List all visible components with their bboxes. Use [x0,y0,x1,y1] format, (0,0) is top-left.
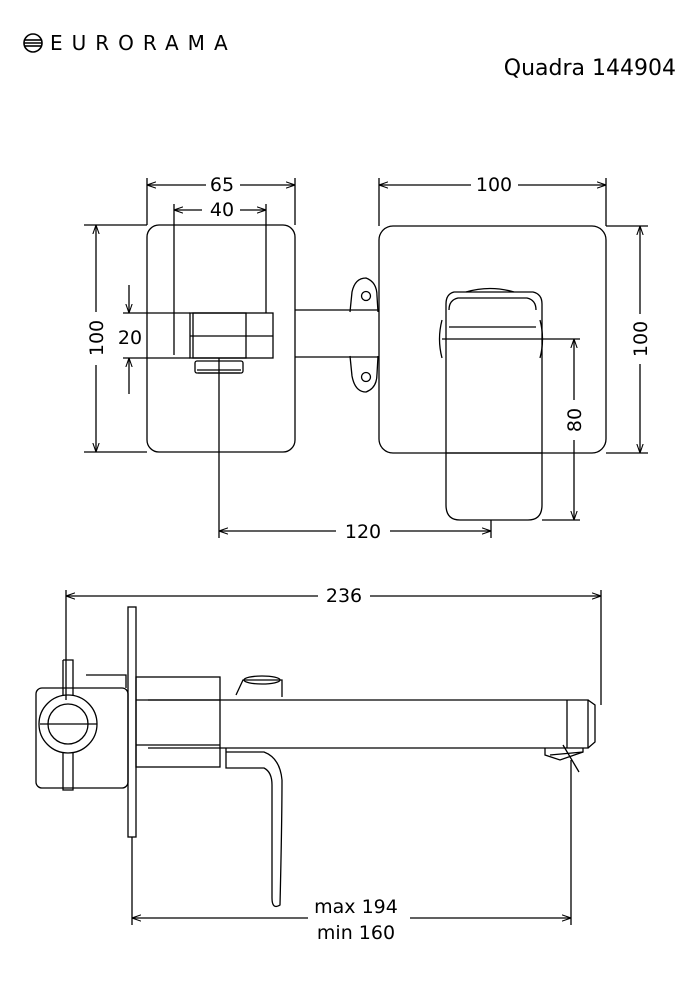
label-lever-length: 80 [564,408,586,432]
eurorama-logo-icon [23,33,43,53]
label-min-depth: min 160 [317,922,395,944]
label-plate-height: 100 [86,320,108,356]
label-opening-height: 20 [118,327,142,349]
label-total-length: 236 [326,585,362,607]
dim-opening-height [123,285,190,394]
dim-center-distance [218,358,492,538]
label-cover-width: 100 [476,174,512,196]
dim-total-length [65,590,602,705]
dim-cover-height [606,225,648,454]
side-view [35,606,596,908]
label-center-distance: 120 [345,521,381,543]
label-plate-width: 65 [210,174,234,196]
dim-plate-height [84,224,147,453]
plate-front-view [146,224,379,453]
dim-plate-width [146,178,296,225]
dim-opening-width [173,204,267,355]
label-max-depth: max 194 [314,896,398,918]
dim-lever-length [442,338,580,521]
dim-cover-width [378,178,607,226]
dim-depth [131,744,580,925]
cover-front-view [378,225,607,521]
label-cover-height: 100 [630,321,652,357]
brand-name: EURORAMA [50,31,237,55]
model-title: Quadra 144904 [503,56,676,81]
label-opening-width: 40 [210,199,234,221]
brand-logo: EURORAMA [22,30,237,56]
